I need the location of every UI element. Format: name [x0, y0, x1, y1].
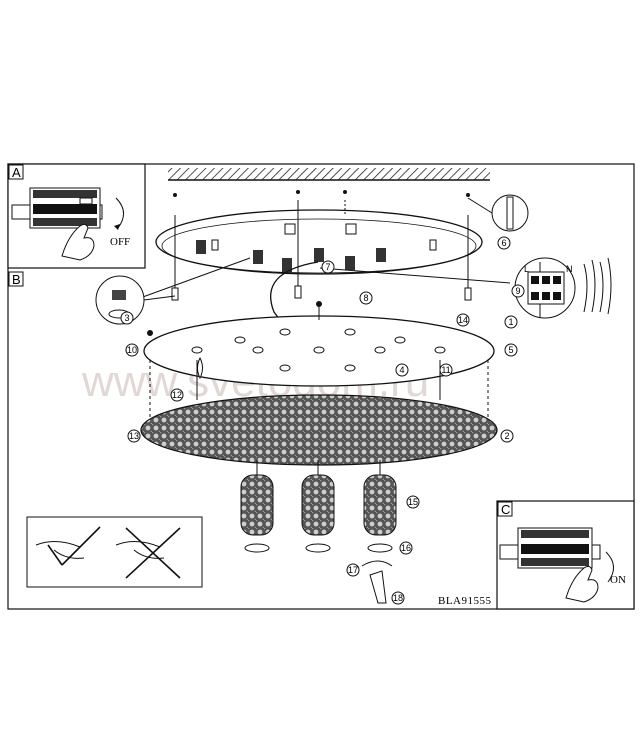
- socket-fittings: [196, 223, 437, 272]
- step-number: 1: [508, 317, 513, 327]
- nut-detail: [95, 275, 176, 325]
- step-marker-5: 5: [504, 343, 518, 357]
- step-marker-10: 10: [125, 343, 139, 357]
- ceiling-hatch: [168, 168, 490, 180]
- hand-touch-crossed-left: [35, 526, 101, 566]
- bulb-icon: [369, 570, 387, 604]
- step-marker-7: 7: [321, 260, 335, 274]
- step-number: 2: [504, 431, 509, 441]
- step-number: 15: [408, 497, 418, 507]
- breaker-panel-off: [11, 187, 103, 229]
- step-marker-16: 16: [399, 541, 413, 555]
- step-marker-15: 15: [406, 495, 420, 509]
- step-number: 5: [508, 345, 513, 355]
- outer-frame: [7, 163, 635, 610]
- ceiling-plate: [155, 209, 483, 275]
- power-cable: [269, 261, 319, 321]
- rotate-on-arrow-icon: [605, 551, 614, 583]
- step-marker-6: 6: [497, 236, 511, 250]
- rotate-arrow-icon: [115, 197, 124, 229]
- wall-plug-icon: [467, 194, 529, 232]
- hand-on-icon: [565, 565, 599, 603]
- drill-marks: [173, 190, 470, 197]
- wire-loops: [583, 257, 612, 315]
- plate-holes: [191, 328, 446, 372]
- step-marker-1: 1: [504, 315, 518, 329]
- step-marker-13: 13: [127, 429, 141, 443]
- step-number: 10: [127, 345, 137, 355]
- step-number: 18: [393, 593, 403, 603]
- step-marker-17: 17: [346, 563, 360, 577]
- step-number: 14: [458, 315, 468, 325]
- hand-icon: [61, 223, 95, 261]
- panel-c-letter: C: [501, 502, 510, 517]
- step-number: 9: [515, 286, 520, 296]
- step-marker-11: 11: [439, 363, 453, 377]
- crystal-pendant-left: [240, 460, 274, 553]
- terminal-block: [514, 257, 576, 319]
- step-number: 11: [441, 365, 450, 375]
- step-number: 3: [124, 313, 129, 323]
- step-marker-8: 8: [359, 291, 373, 305]
- step-number: 8: [363, 293, 368, 303]
- crystal-pendant-right: [363, 460, 397, 553]
- mounting-screws: [171, 200, 472, 301]
- panel-a-letter: A: [12, 165, 21, 180]
- step-marker-12: 12: [170, 388, 184, 402]
- step-number: 12: [172, 390, 182, 400]
- terminal-label-l: L: [524, 264, 529, 274]
- step-number: 4: [399, 365, 404, 375]
- step-number: 16: [401, 543, 411, 553]
- lamp-bulb-icon: [197, 356, 203, 380]
- breaker-panel-on: [499, 527, 601, 569]
- step-marker-18: 18: [391, 591, 405, 605]
- switch-off-text: OFF: [110, 236, 130, 248]
- crystal-plate: [140, 394, 498, 466]
- step-number: 7: [325, 262, 330, 272]
- step-number: 6: [501, 238, 506, 248]
- step-marker-14: 14: [456, 313, 470, 327]
- step-marker-4: 4: [395, 363, 409, 377]
- step-marker-2: 2: [500, 429, 514, 443]
- crystal-pendant-center: [301, 460, 335, 553]
- terminal-label-n: N: [566, 264, 573, 274]
- panel-b-letter: B: [12, 272, 21, 287]
- hand-touch-crossed-right: [115, 527, 181, 579]
- switch-on-text: ON: [610, 574, 626, 586]
- step-marker-9: 9: [511, 284, 525, 298]
- model-code: BLA91555: [438, 595, 492, 607]
- step-number: 17: [348, 565, 358, 575]
- step-number: 13: [129, 431, 139, 441]
- step-marker-3: 3: [120, 311, 134, 325]
